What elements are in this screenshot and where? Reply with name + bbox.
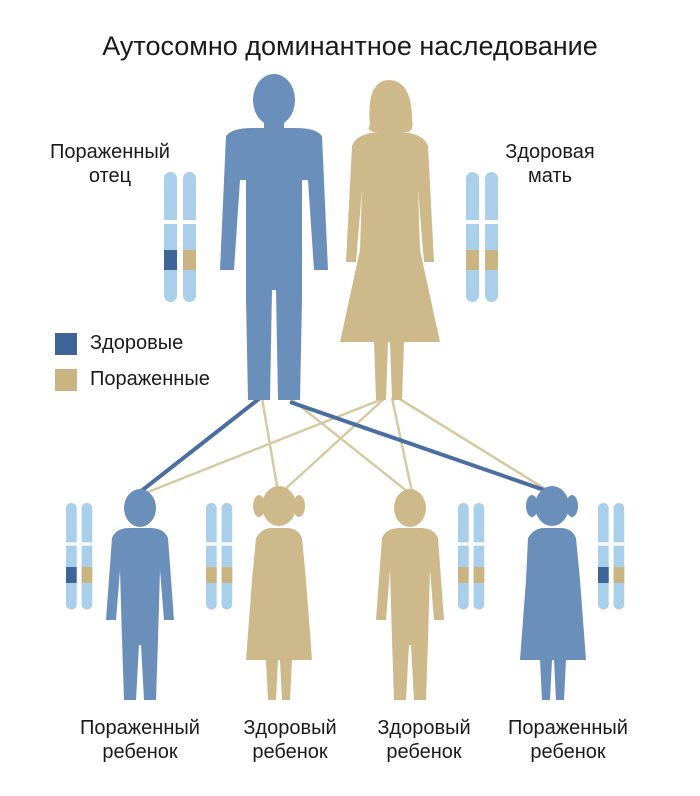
child-3-figure bbox=[376, 489, 444, 700]
child-1-chromosomes bbox=[66, 503, 93, 610]
mother-connection-lines bbox=[147, 396, 551, 494]
mother-figure bbox=[340, 80, 440, 400]
child-1-label: Пораженный ребенок bbox=[60, 716, 220, 765]
child-2-figure bbox=[246, 486, 312, 700]
child-2-label: Здоровый ребенок bbox=[210, 716, 370, 765]
legend-swatch-dark-blue bbox=[55, 333, 77, 355]
father-chromosomes bbox=[164, 172, 196, 302]
child-3-label-line1: Здоровый bbox=[377, 717, 471, 739]
mother-label-line2: мать bbox=[527, 165, 572, 188]
child-2-chromosomes bbox=[206, 503, 233, 610]
mother-label: Здоровая мать bbox=[480, 140, 620, 189]
child-1-figure bbox=[106, 489, 174, 700]
child-3-chromosomes bbox=[458, 503, 485, 610]
father-label-line2: отец bbox=[88, 165, 132, 188]
child-4-label-line1: Пораженный bbox=[508, 717, 628, 739]
child-2-label-line2: ребенок bbox=[252, 741, 328, 764]
child-4-figure bbox=[520, 486, 586, 700]
child-4-label: Пораженный ребенок bbox=[488, 716, 648, 765]
child-2-label-line1: Здоровый bbox=[243, 717, 337, 739]
child-1-label-line1: Пораженный bbox=[80, 717, 200, 739]
mother-label-line1: Здоровая bbox=[505, 141, 595, 163]
child-1-label-line2: ребенок bbox=[102, 741, 178, 764]
legend-label-healthy: Здоровые bbox=[90, 332, 184, 354]
father-label-line1: Пораженный bbox=[50, 141, 170, 163]
father-figure bbox=[220, 74, 328, 400]
father-connection-lines bbox=[138, 396, 551, 494]
legend-swatch-beige bbox=[55, 369, 77, 391]
father-label: Пораженный отец bbox=[30, 140, 190, 189]
mother-chromosomes bbox=[466, 172, 498, 302]
legend-label-affected: Пораженные bbox=[90, 368, 210, 390]
child-4-label-line2: ребенок bbox=[530, 741, 606, 764]
diagram-title: Аутосомно доминантное наследование bbox=[102, 31, 598, 61]
child-4-chromosomes bbox=[598, 503, 625, 610]
child-3-label-line2: ребенок bbox=[386, 741, 462, 764]
child-3-label: Здоровый ребенок bbox=[344, 716, 504, 765]
